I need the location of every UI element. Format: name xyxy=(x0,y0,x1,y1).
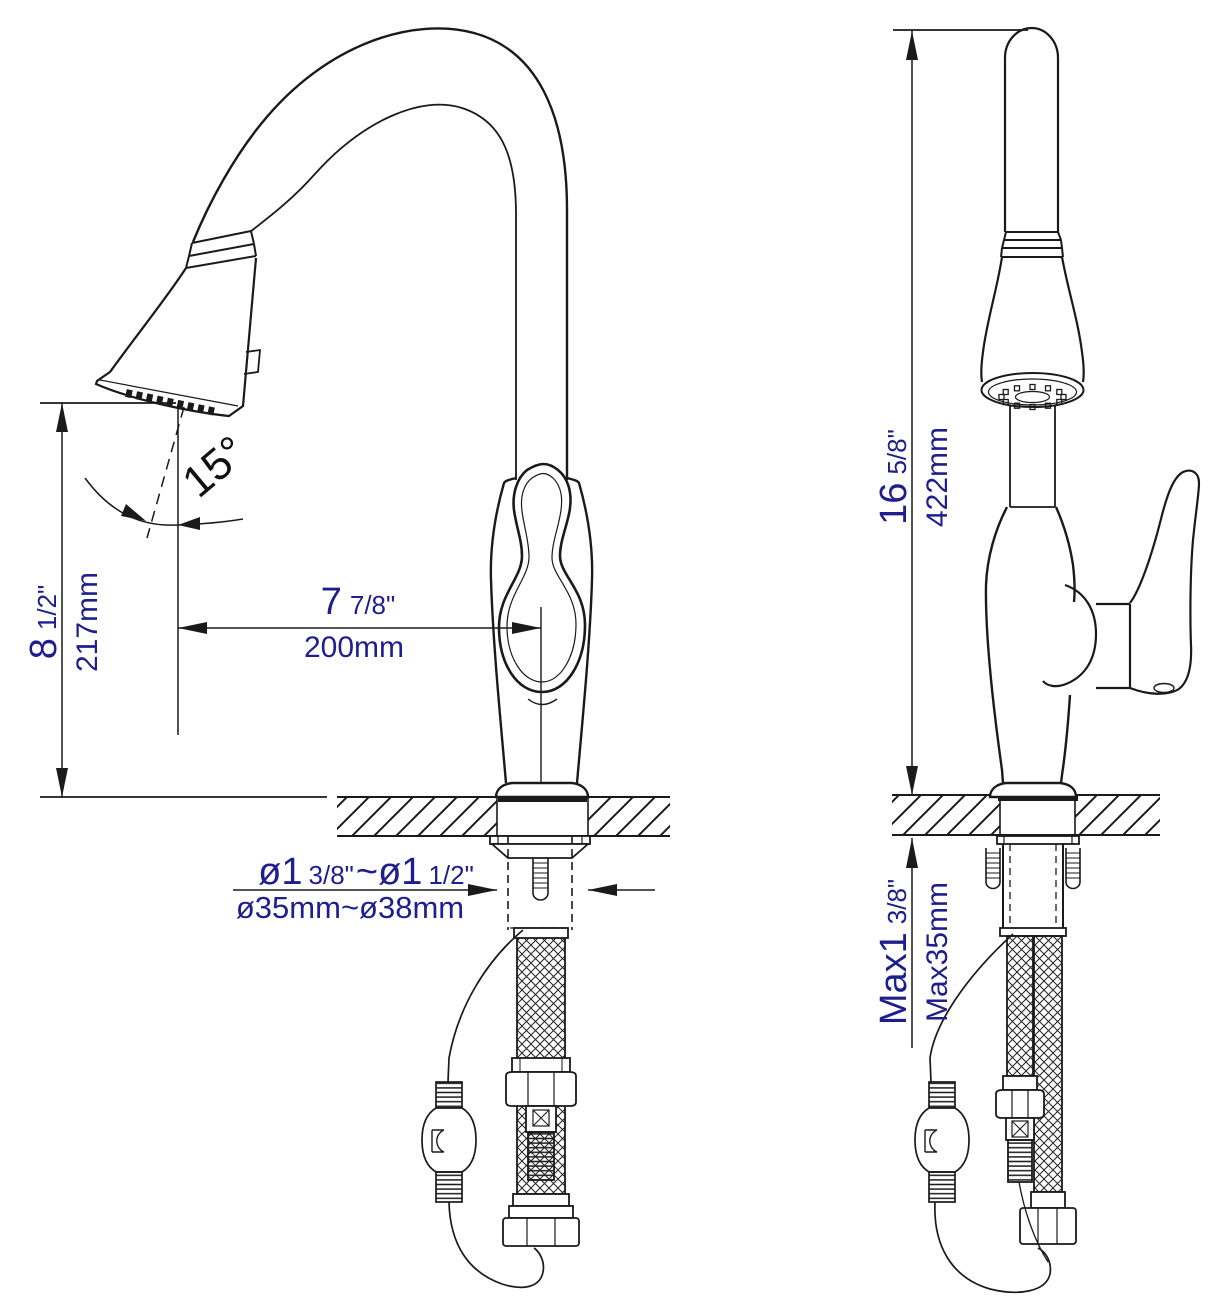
arc-arrow xyxy=(178,517,200,530)
supply-end-nut xyxy=(502,1217,580,1247)
hole-diameter-metric: ø35mm~ø38mm xyxy=(236,890,464,925)
max-thickness-metric: Max35mm xyxy=(921,882,954,1022)
counter-section-front xyxy=(337,796,670,837)
gooseneck-spout xyxy=(191,27,569,480)
handle-lever xyxy=(1129,469,1201,695)
mounting-stud-left xyxy=(985,848,1001,890)
spray-head-front xyxy=(94,257,261,418)
hose-hex-nut xyxy=(505,1071,577,1107)
max-thickness-imperial: Max13/8" xyxy=(873,879,915,1025)
spray-head-collar xyxy=(185,230,257,269)
gasket xyxy=(498,797,587,802)
spout-reach-metric: 200mm xyxy=(304,631,404,664)
pulldown-hose-side xyxy=(1006,935,1034,1077)
dim-overall-height: 165/8" 422mm xyxy=(873,29,1028,795)
overall-height-imperial: 165/8" xyxy=(873,429,915,525)
spray-head-side xyxy=(980,256,1085,508)
spout-height-metric: 217mm xyxy=(71,572,104,672)
nozzle-dots xyxy=(998,383,1067,411)
hose-hex-nut xyxy=(995,1089,1045,1119)
spray-head-collar-side xyxy=(1000,231,1064,258)
dim-spout-height: 81/2" 217mm xyxy=(23,402,327,798)
mounting-hardware-front xyxy=(489,835,591,930)
pulldown-hose-routing-side xyxy=(914,933,1052,1294)
arc-arrow xyxy=(121,504,146,521)
base-flange-side xyxy=(988,781,1078,799)
spray-angle-label: 15° xyxy=(173,427,255,507)
spout-height-imperial: 81/2" xyxy=(23,585,65,660)
supply-hose-side xyxy=(1033,935,1063,1193)
dim-arrow xyxy=(468,884,617,896)
supply-end-nut xyxy=(1019,1207,1077,1245)
hose-weight xyxy=(914,1107,970,1173)
overall-height-metric: 422mm xyxy=(921,427,954,527)
dim-max-thickness: Max13/8" Max35mm xyxy=(873,838,954,1048)
spout-tube-side xyxy=(1003,26,1060,232)
supply-hose-front xyxy=(502,927,580,1247)
side-view xyxy=(892,26,1201,1294)
hose-weight xyxy=(421,1107,477,1173)
front-view xyxy=(94,27,670,1289)
counter-section-side xyxy=(892,794,1160,836)
dim-spray-angle: 15° xyxy=(84,405,256,735)
connector-spring xyxy=(527,1131,555,1181)
mounting-hardware-side xyxy=(985,835,1081,937)
handle-socket xyxy=(1042,583,1098,688)
faucet-body-front xyxy=(489,476,594,784)
handle-side xyxy=(1042,469,1201,695)
threaded-shank xyxy=(507,836,573,930)
pulldown-hose-front xyxy=(421,929,545,1289)
gasket xyxy=(998,796,1078,801)
handle-front xyxy=(497,462,587,706)
spray-toggle-button xyxy=(243,348,261,375)
mounting-bolt xyxy=(532,858,549,893)
handle-indicator xyxy=(1153,682,1175,694)
faucet-body-side xyxy=(984,506,1076,784)
hoses-side xyxy=(995,935,1077,1245)
mounting-stud-right xyxy=(1065,848,1081,890)
dim-arrow xyxy=(906,838,918,868)
connector-spring xyxy=(1007,1139,1033,1183)
base-flange-front xyxy=(494,781,590,799)
